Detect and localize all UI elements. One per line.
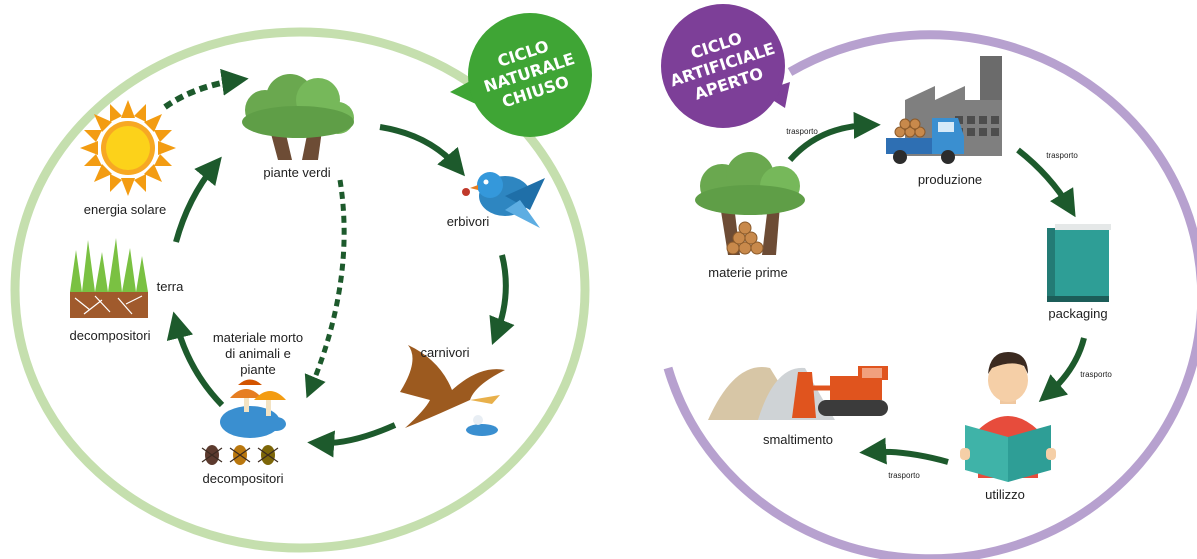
label-decomposers-top: decompositori <box>70 328 151 343</box>
label-disposal: smaltimento <box>763 432 833 447</box>
artificial-cycle: CICLO ARTIFICIALE APERTO materie prime <box>661 4 1197 559</box>
bird-icon <box>462 172 545 228</box>
bulldozer-icon <box>708 366 888 420</box>
label-dead-matter-line-1: materiale morto <box>213 330 303 345</box>
artificial-badge: CICLO ARTIFICIALE APERTO <box>661 4 790 128</box>
reader-icon <box>960 352 1056 482</box>
arrow-soil-to-plants <box>173 156 222 243</box>
eagle-icon <box>400 345 505 436</box>
arrow-use-to-disposal <box>859 437 949 465</box>
label-transport-1: trasporto <box>786 127 818 136</box>
arrow-sun-to-plants <box>163 68 249 110</box>
label-use: utilizzo <box>985 487 1025 502</box>
arrow-raw-to-production <box>787 111 881 163</box>
arrow-plants-to-dead-matter <box>304 179 347 399</box>
label-green-plants: piante verdi <box>263 165 330 180</box>
label-transport-3: trasporto <box>1080 370 1112 379</box>
beetle-icon <box>201 445 279 465</box>
artificial-ring <box>663 30 1197 559</box>
arrow-packaging-to-use <box>1038 337 1087 403</box>
label-production: produzione <box>918 172 982 187</box>
natural-arrows <box>163 68 515 458</box>
tree-logs-icon <box>695 152 805 255</box>
label-herbivores: erbivori <box>447 214 490 229</box>
arrow-herbivores-to-carnivores <box>489 254 515 346</box>
natural-ring <box>10 27 590 553</box>
label-solar-energy: energia solare <box>84 202 166 217</box>
factory-truck-icon <box>886 56 1002 164</box>
mushroom-turtle-icon <box>220 379 286 438</box>
label-decomposers-bottom: decompositori <box>203 471 284 486</box>
label-dead-matter-line-2: di animali e <box>225 346 291 361</box>
label-soil: terra <box>157 279 185 294</box>
arrow-decomposers-to-soil <box>166 311 225 408</box>
sun-icon <box>80 100 176 196</box>
book-icon <box>1047 224 1111 302</box>
label-dead-matter-line-3: piante <box>240 362 275 377</box>
natural-badge: CICLO NATURALE CHIUSO <box>450 13 592 137</box>
arrow-carnivores-to-decomposers <box>307 422 397 458</box>
label-raw-materials: materie prime <box>708 265 787 280</box>
natural-cycle: CICLO NATURALE CHIUSO energia solare <box>10 13 592 553</box>
artificial-arrows <box>787 111 1087 465</box>
arrow-production-to-packaging <box>1016 147 1076 218</box>
label-transport-2: trasporto <box>1046 151 1078 160</box>
label-transport-4: trasporto <box>888 471 920 480</box>
grass-soil-icon <box>70 238 148 318</box>
label-carnivores: carnivori <box>420 345 469 360</box>
arrow-plants-to-herbivores <box>379 124 465 177</box>
tree-icon <box>242 74 354 160</box>
label-packaging: packaging <box>1048 306 1107 321</box>
